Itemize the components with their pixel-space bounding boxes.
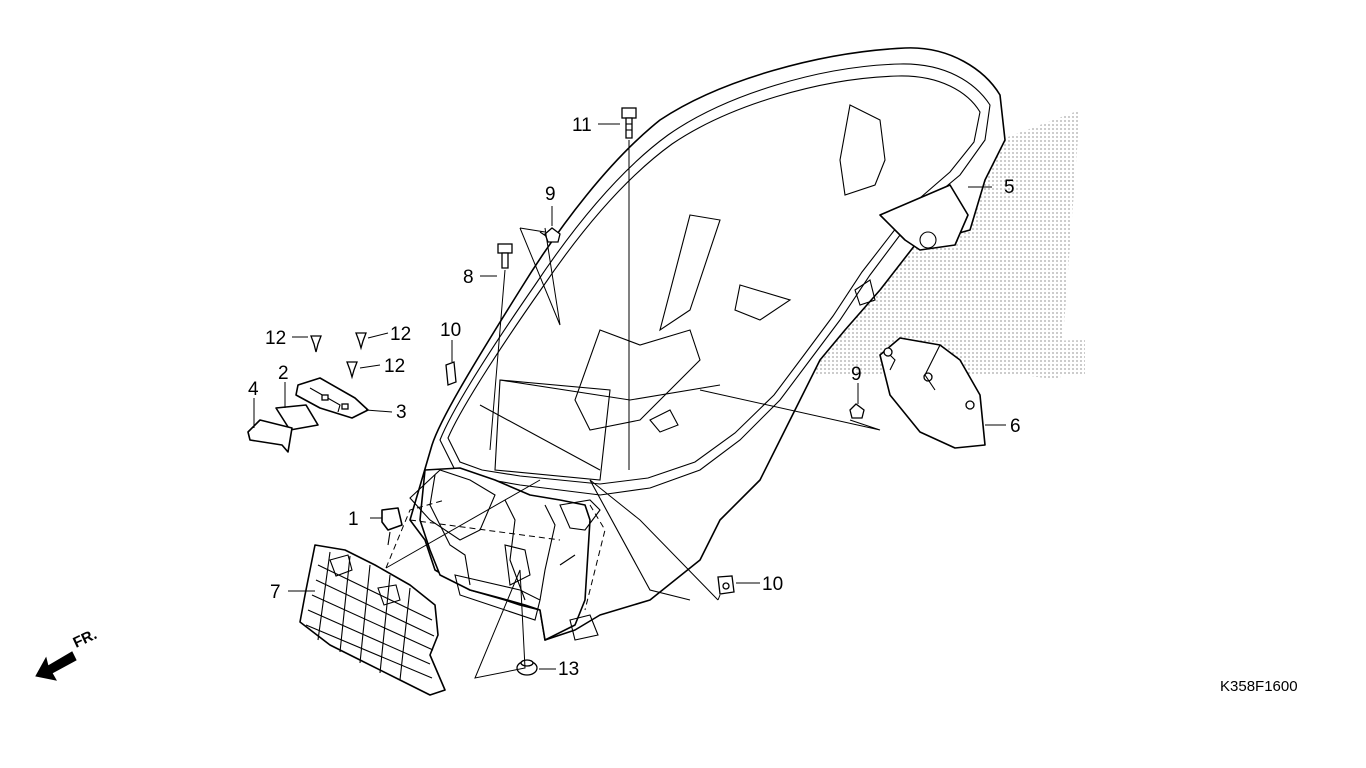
callout-9-upper: 9 xyxy=(545,184,556,205)
callout-2: 2 xyxy=(278,363,289,384)
part-6-panel xyxy=(879,337,986,449)
callout-12-b: 12 xyxy=(390,324,411,345)
callout-10-upper: 10 xyxy=(440,320,461,341)
callout-11: 11 xyxy=(572,115,592,136)
part-7-grille xyxy=(299,544,446,696)
fasteners xyxy=(310,107,865,676)
callout-12-a: 12 xyxy=(265,328,286,349)
callout-5: 5 xyxy=(1004,177,1015,198)
leader-lines xyxy=(253,123,1006,679)
part-4-pad xyxy=(247,419,293,453)
front-direction-arrow: FR. xyxy=(35,626,100,681)
callout-7: 7 xyxy=(270,582,281,603)
callout-6: 6 xyxy=(1010,416,1021,437)
callout-8: 8 xyxy=(463,267,474,288)
callout-12-c: 12 xyxy=(384,356,405,377)
direction-label: FR. xyxy=(71,626,100,652)
part-2-pad xyxy=(275,404,319,431)
callout-4: 4 xyxy=(248,379,259,400)
callout-labels: 11 9 8 10 12 12 12 2 3 4 1 7 5 6 9 10 13 xyxy=(248,115,1021,680)
callout-9-right: 9 xyxy=(851,364,862,385)
callout-1: 1 xyxy=(348,509,359,530)
part-5-luggage-box xyxy=(409,47,1006,641)
callout-13: 13 xyxy=(558,659,579,680)
part-3-bracket xyxy=(295,377,369,419)
part-1-clip xyxy=(381,507,403,546)
callout-3: 3 xyxy=(396,402,407,423)
callout-10-lower: 10 xyxy=(762,574,783,595)
diagram-code: K358F1600 xyxy=(1220,678,1298,695)
